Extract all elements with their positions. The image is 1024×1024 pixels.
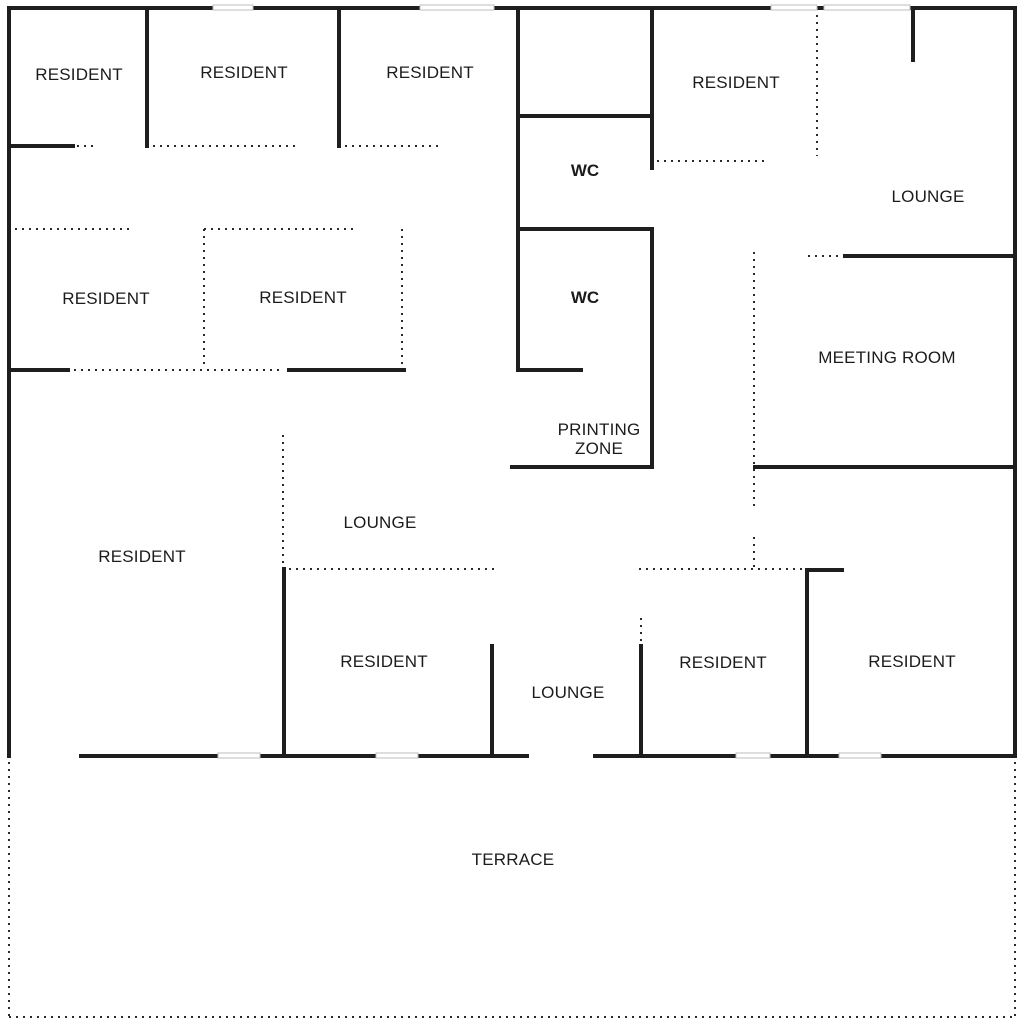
room-label-resident-5: RESIDENT [62,289,150,308]
room-label-lounge-2: LOUNGE [344,513,417,532]
room-labels: RESIDENT RESIDENT RESIDENT RESIDENT WC L… [35,63,964,869]
room-label-lounge-3: LOUNGE [532,683,605,702]
room-label-lounge-1: LOUNGE [892,187,965,206]
room-label-resident-1: RESIDENT [35,65,123,84]
room-label-wc-1: WC [571,161,599,180]
windows [212,4,911,759]
room-label-terrace: TERRACE [472,850,555,869]
room-label-printing-zone-line2: ZONE [575,439,623,458]
walls [7,6,1017,758]
room-label-resident-3: RESIDENT [386,63,474,82]
room-label-resident-8: RESIDENT [340,652,428,671]
room-label-resident-9: RESIDENT [679,653,767,672]
room-label-wc-2: WC [571,288,599,307]
room-label-resident-7: RESIDENT [98,547,186,566]
room-label-resident-10: RESIDENT [868,652,956,671]
room-label-resident-2: RESIDENT [200,63,288,82]
room-label-resident-6: RESIDENT [259,288,347,307]
room-label-printing-zone-line1: PRINTING [558,420,641,439]
room-label-resident-4: RESIDENT [692,73,780,92]
room-label-meeting-room: MEETING ROOM [818,348,955,367]
dotted-partitions [8,8,1016,1018]
